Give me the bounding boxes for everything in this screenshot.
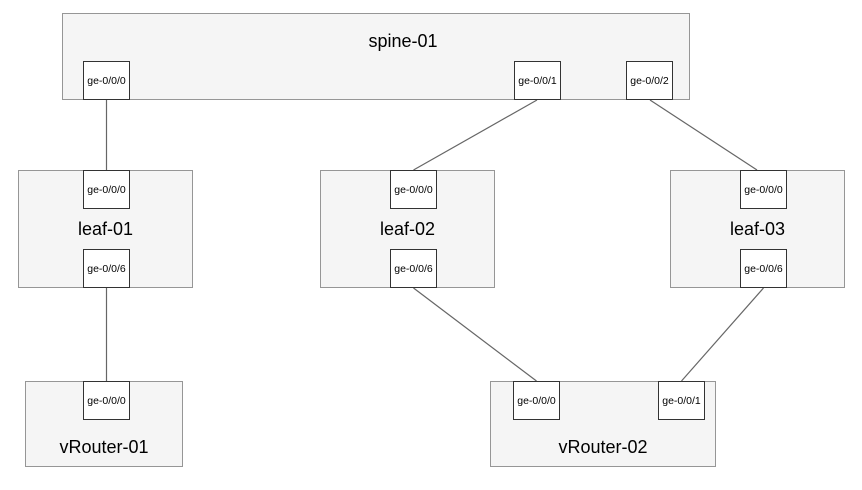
port-spine-01-ge-0-0-2[interactable]: ge-0/0/2 — [626, 61, 673, 100]
node-title: vRouter-01 — [59, 437, 149, 457]
port-spine-01-ge-0-0-1[interactable]: ge-0/0/1 — [514, 61, 561, 100]
port-leaf-02-ge-0-0-0[interactable]: ge-0/0/0 — [390, 170, 437, 209]
port-leaf-02-ge-0-0-6[interactable]: ge-0/0/6 — [390, 249, 437, 288]
link-spine-01-leaf-03[interactable] — [649, 99, 758, 171]
port-vrouter-02-ge-0-0-1[interactable]: ge-0/0/1 — [658, 381, 705, 420]
port-vrouter-02-ge-0-0-0[interactable]: ge-0/0/0 — [513, 381, 560, 420]
link-spine-01-leaf-02[interactable] — [413, 99, 538, 171]
port-leaf-03-ge-0-0-0[interactable]: ge-0/0/0 — [740, 170, 787, 209]
link-leaf-02-vrouter-02[interactable] — [413, 287, 537, 382]
port-leaf-01-ge-0-0-6[interactable]: ge-0/0/6 — [83, 249, 130, 288]
node-title: leaf-02 — [379, 219, 436, 239]
node-title: spine-01 — [368, 31, 438, 51]
node-title: leaf-03 — [729, 219, 786, 239]
node-spine-01[interactable]: spine-01 — [62, 13, 690, 100]
port-spine-01-ge-0-0-0[interactable]: ge-0/0/0 — [83, 61, 130, 100]
port-vrouter-01-ge-0-0-0[interactable]: ge-0/0/0 — [83, 381, 130, 420]
node-title: leaf-01 — [77, 219, 134, 239]
port-leaf-01-ge-0-0-0[interactable]: ge-0/0/0 — [83, 170, 130, 209]
port-leaf-03-ge-0-0-6[interactable]: ge-0/0/6 — [740, 249, 787, 288]
link-leaf-03-vrouter-02[interactable] — [681, 287, 764, 382]
node-title: vRouter-02 — [558, 437, 648, 457]
